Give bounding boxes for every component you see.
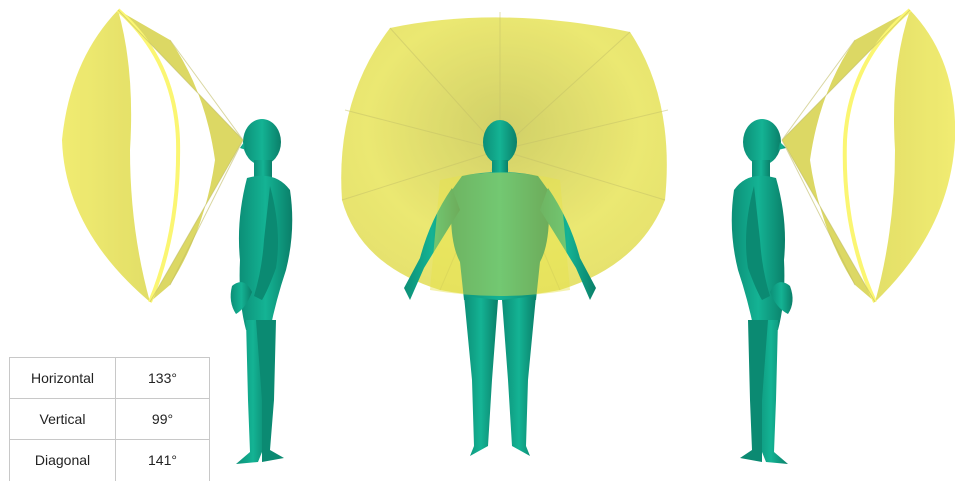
right-human-figure [732,119,793,464]
right-side-view [732,10,955,464]
fov-label: Diagonal [10,440,116,481]
front-view [341,12,668,456]
table-row: Horizontal 133° [10,358,210,399]
fov-angles-table: Horizontal 133° Vertical 99° Diagonal 14… [9,357,210,481]
fov-value: 133° [116,358,210,399]
fov-value: 99° [116,399,210,440]
left-human-figure [231,119,293,464]
fov-label: Horizontal [10,358,116,399]
front-vision-overlay [430,173,570,297]
table-row: Vertical 99° [10,399,210,440]
fov-label: Vertical [10,399,116,440]
left-vision-cone [62,10,243,302]
table-row: Diagonal 141° [10,440,210,481]
fov-value: 141° [116,440,210,481]
right-vision-cone [782,10,955,302]
